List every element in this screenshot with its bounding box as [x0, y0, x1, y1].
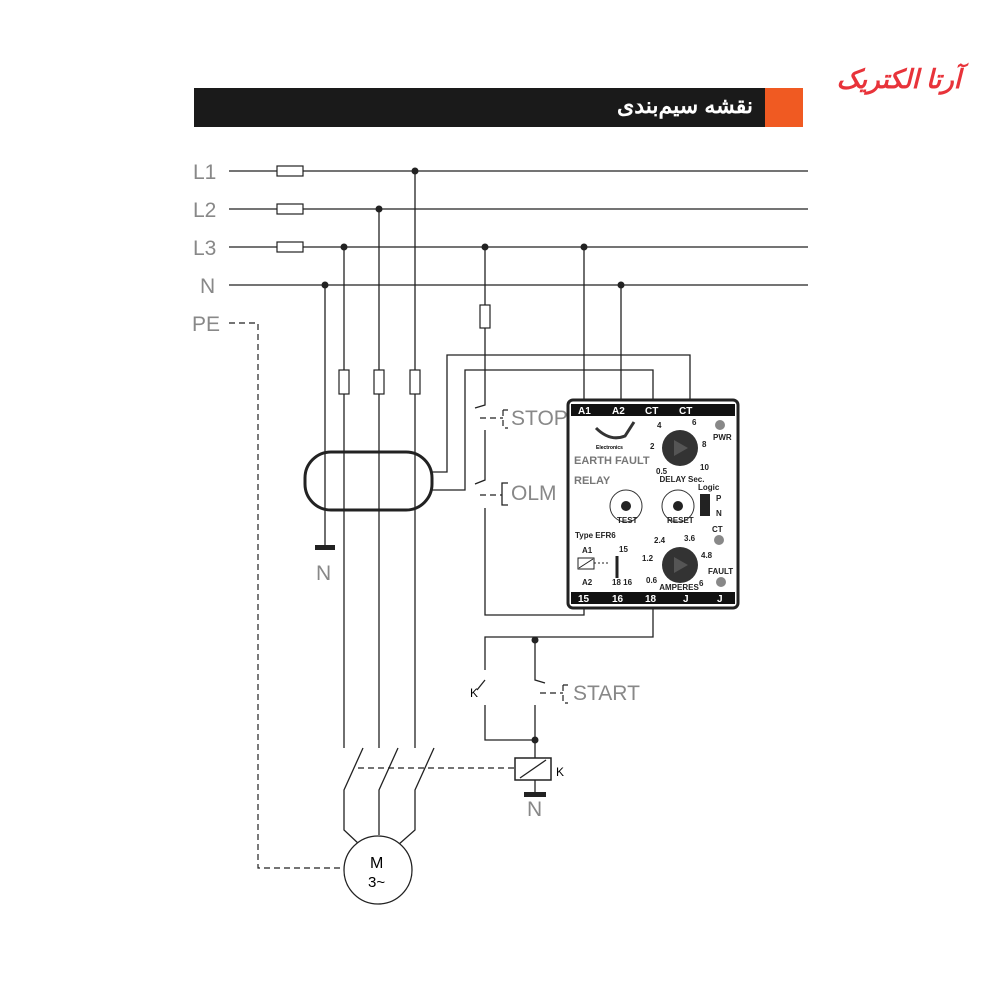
logic-label: Logic: [698, 483, 720, 492]
label-stop: STOP: [511, 407, 568, 430]
label-k-contact: K: [470, 686, 478, 700]
fuses: [276, 165, 491, 395]
logo: آرتا الکتریک: [815, 50, 965, 100]
logic-switch[interactable]: [700, 494, 710, 516]
fault-led: [716, 577, 726, 587]
pwr-led: [715, 420, 725, 430]
motor-label: M: [370, 855, 383, 872]
header-accent: [765, 88, 803, 127]
label-l1: L1: [193, 161, 216, 184]
relay-label: P: [716, 494, 722, 503]
terminal-a2: A2: [612, 406, 625, 417]
relay-label: 3.6: [684, 534, 696, 543]
relay-label: 8: [702, 440, 707, 449]
label-olm: OLM: [511, 482, 557, 505]
relay-label: CT: [712, 525, 723, 534]
relay-label: AMPERES: [659, 583, 699, 592]
terminal-18: 18: [645, 594, 657, 605]
ct-led: [714, 535, 724, 545]
label-coil-n: N: [527, 798, 542, 821]
relay-label: 2.4: [654, 536, 666, 545]
relay-label: FAULT: [708, 567, 733, 576]
relay-label: A2: [582, 578, 593, 587]
relay-name-1: EARTH FAULT: [574, 455, 650, 467]
logo-text: آرتا الکتریک: [836, 64, 961, 94]
brand-text: Electronics: [596, 445, 623, 451]
relay-label: 18 16: [612, 578, 633, 587]
bus-lines: [229, 170, 808, 869]
terminal-ct1: CT: [645, 406, 658, 417]
relay-label: 10: [700, 463, 709, 472]
relay-label: 0.5: [656, 467, 668, 476]
relay-label: TEST: [617, 516, 638, 525]
label-n: N: [200, 275, 215, 298]
terminal-15: 15: [578, 594, 590, 605]
earth-fault-relay: A1 A2 CT CT 15 16 18 J J Electronics EAR…: [566, 398, 740, 610]
relay-label: 4.8: [701, 551, 713, 560]
page-title: نقشه سیم‌بندی: [616, 93, 753, 118]
brand-logo-icon: [594, 421, 636, 440]
motor-symbol: [343, 835, 413, 905]
relay-label: RESET: [667, 516, 694, 525]
label-ground-n: N: [316, 562, 331, 585]
motor-phase: 3~: [368, 874, 385, 891]
wires: [315, 171, 691, 905]
header-bar: نقشه سیم‌بندی: [194, 88, 803, 127]
relay-label: 2: [650, 442, 655, 451]
relay-label: 0.6: [646, 576, 658, 585]
relay-label: 6: [699, 579, 704, 588]
relay-label: 1.2: [642, 554, 654, 563]
terminal-a1: A1: [578, 406, 591, 417]
terminal-16: 16: [612, 594, 624, 605]
label-start: START: [573, 682, 640, 705]
terminal-ct2: CT: [679, 406, 692, 417]
relay-label: N: [716, 509, 722, 518]
label-l3: L3: [193, 237, 216, 260]
relay-label: PWR: [713, 433, 732, 442]
relay-label: 6: [692, 418, 697, 427]
relay-type: Type EFR6: [575, 531, 616, 540]
label-pe: PE: [192, 313, 220, 336]
delay-label: DELAY Sec.: [660, 475, 705, 484]
relay-name-2: RELAY: [574, 475, 611, 487]
label-l2: L2: [193, 199, 216, 222]
terminal-j1: J: [683, 594, 689, 605]
label-k-coil: K: [556, 765, 564, 779]
terminal-j2: J: [717, 594, 723, 605]
relay-label: A1: [582, 546, 593, 555]
relay-label: 15: [619, 545, 628, 554]
relay-label: 4: [657, 421, 662, 430]
current-transformer: [303, 450, 434, 512]
